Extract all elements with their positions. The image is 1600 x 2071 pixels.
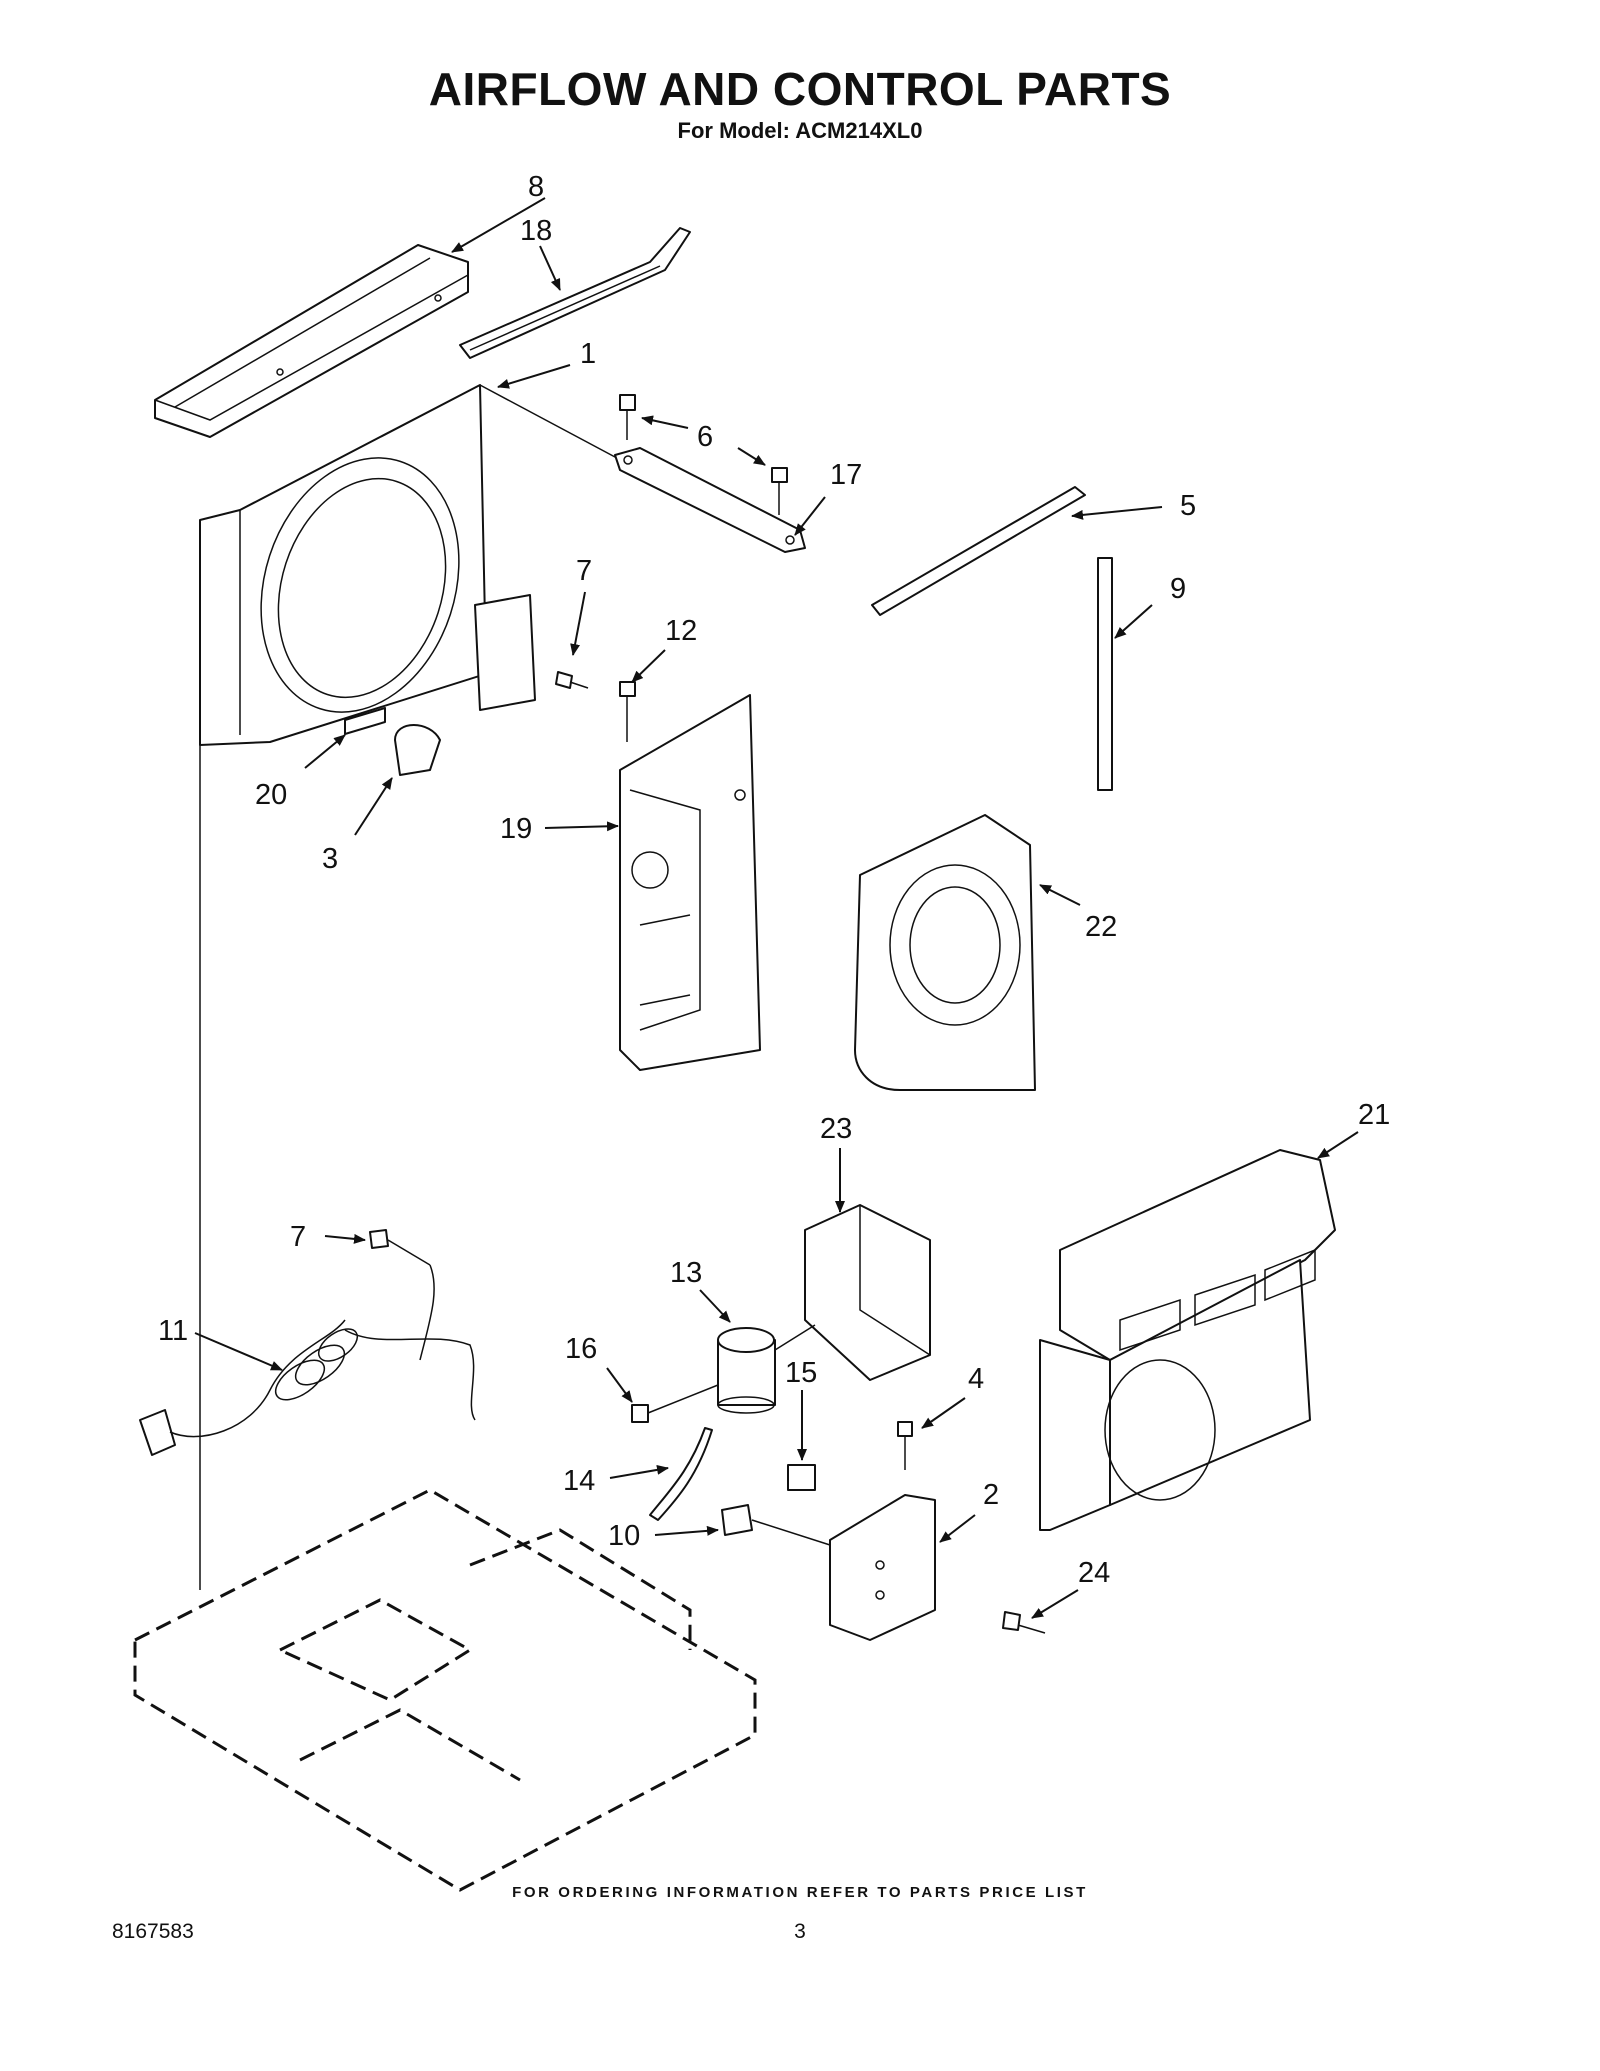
callout-5: 5: [1180, 490, 1196, 522]
bracket-part-17: [614, 447, 806, 553]
callout-18: 18: [520, 215, 552, 247]
callout-2: 2: [983, 1479, 999, 1511]
screw-icon: [555, 671, 589, 689]
pad-part-20: [344, 707, 386, 735]
control-bracket-part-2: [829, 1494, 936, 1641]
screw-icon: [631, 1384, 719, 1423]
callout-21: 21: [1358, 1099, 1390, 1131]
callout-7-upper: 7: [576, 555, 592, 587]
capacitor-bracket-part-23: [804, 1204, 931, 1381]
callout-16: 16: [565, 1333, 597, 1365]
callout-11: 11: [158, 1315, 188, 1347]
bracket-strip-part-18: [459, 227, 691, 359]
foam-strip-part-9: [1097, 557, 1113, 791]
callout-20: 20: [255, 779, 287, 811]
power-cord-part-11: [139, 1264, 476, 1456]
screw-icon: [619, 681, 636, 742]
callout-17: 17: [830, 459, 862, 491]
duct-housing-part-21: [1039, 1149, 1336, 1531]
callout-10: 10: [608, 1520, 640, 1552]
callout-4: 4: [968, 1363, 984, 1395]
foam-strip-part-5: [871, 486, 1086, 616]
callout-15: 15: [785, 1357, 817, 1389]
side-panel-part-19: [619, 694, 761, 1071]
switch-part-10: [721, 1504, 831, 1546]
callout-8: 8: [528, 171, 544, 203]
scroll-housing-part-22: [854, 814, 1036, 1091]
screw-icon: [619, 394, 636, 440]
callout-6: 6: [697, 421, 713, 453]
top-panel-part-8: [154, 244, 469, 438]
screw-icon: [369, 1229, 431, 1266]
relay-part-15: [787, 1464, 816, 1491]
callout-3: 3: [322, 843, 338, 875]
shroud-part-1: [199, 384, 631, 746]
capacitor-part-13: [717, 1324, 816, 1414]
callout-22: 22: [1085, 911, 1117, 943]
document-number: 8167583: [112, 1920, 194, 1943]
page-title: AIRFLOW AND CONTROL PARTS: [428, 63, 1172, 115]
callout-19: 19: [500, 813, 532, 845]
damper-part-3: [394, 594, 536, 776]
screw-icon: [1002, 1611, 1046, 1634]
hose-part-14: [649, 1427, 713, 1521]
page-number: 3: [794, 1920, 806, 1943]
screw-icon: [897, 1421, 913, 1470]
callout-12: 12: [665, 615, 697, 647]
callout-14: 14: [563, 1465, 595, 1497]
callout-7-lower: 7: [290, 1221, 306, 1253]
model-subtitle: For Model: ACM214XL0: [677, 118, 923, 143]
callout-13: 13: [670, 1257, 702, 1289]
callout-23: 23: [820, 1113, 852, 1145]
screw-icon: [771, 467, 788, 515]
ordering-note: FOR ORDERING INFORMATION REFER TO PARTS …: [512, 1884, 1088, 1901]
base-pan-outline: [133, 1488, 757, 1892]
callout-24: 24: [1078, 1557, 1110, 1589]
callout-1: 1: [580, 338, 596, 370]
callout-9: 9: [1170, 573, 1186, 605]
callout-leaders: [194, 197, 1359, 1619]
